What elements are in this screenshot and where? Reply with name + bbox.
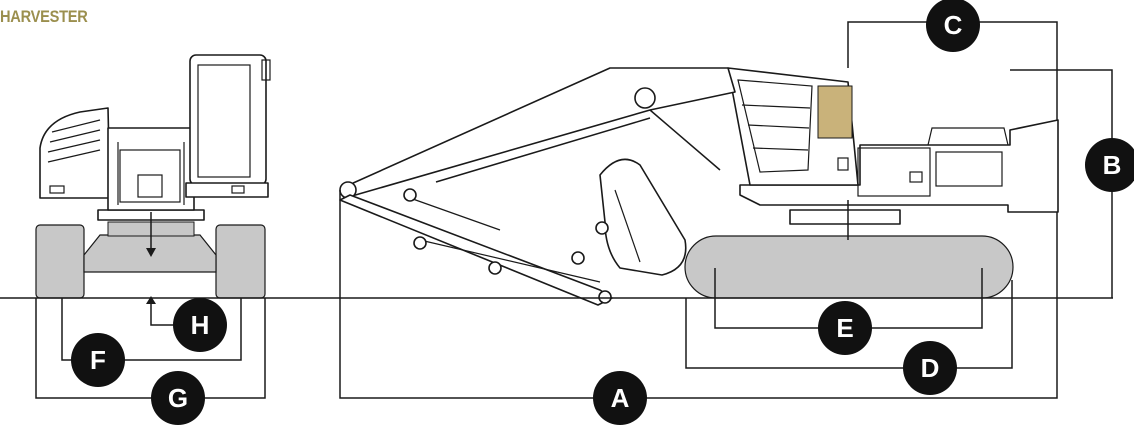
label-F-text: F	[90, 345, 106, 375]
label-C-text: C	[944, 10, 963, 40]
side-bucket	[599, 158, 687, 276]
label-B-text: B	[1103, 150, 1122, 180]
front-body	[107, 127, 195, 211]
side-track	[684, 235, 1014, 299]
side-arm	[339, 194, 613, 306]
front-cab	[189, 54, 267, 186]
front-right-track	[215, 224, 266, 299]
label-D-text: D	[921, 353, 940, 383]
front-left-track	[35, 224, 85, 299]
label-H-text: H	[191, 310, 210, 340]
label-A: A	[593, 371, 647, 425]
label-C: C	[926, 0, 980, 52]
label-D: D	[903, 341, 957, 395]
label-F: F	[71, 333, 125, 387]
label-H: H	[173, 298, 227, 352]
label-E-text: E	[836, 313, 853, 343]
label-G-text: G	[168, 383, 188, 413]
label-A-text: A	[611, 383, 630, 413]
diagram-title: HARVESTER	[0, 7, 88, 26]
side-view	[339, 67, 1059, 306]
front-view	[35, 54, 271, 299]
label-G: G	[151, 371, 205, 425]
label-E: E	[818, 301, 872, 355]
label-B: B	[1085, 138, 1134, 192]
front-engine-hood	[39, 107, 111, 199]
